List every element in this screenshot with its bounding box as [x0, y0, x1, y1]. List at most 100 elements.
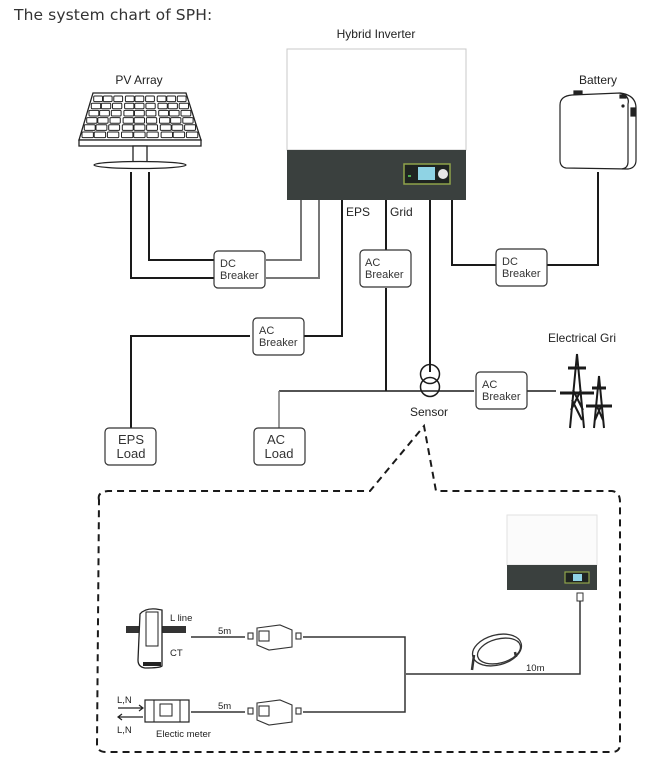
solar-cell	[157, 102, 168, 110]
ct-label: CT	[170, 648, 183, 659]
battery-label: Battery	[579, 73, 617, 87]
solar-cell	[133, 131, 146, 139]
solar-cell	[83, 124, 96, 131]
solar-cell	[121, 124, 134, 131]
ct-sensor[interactable]: L line CT	[126, 608, 192, 669]
solar-panel-icon	[78, 92, 202, 170]
solar-cell	[178, 102, 189, 110]
solar-cell	[160, 131, 174, 139]
meter-out-label: L,N	[117, 725, 132, 736]
sensor-coil-icon	[419, 363, 441, 385]
hybrid-inverter[interactable]: Hybrid Inverter EPS Grid	[286, 27, 467, 220]
inverter-body	[286, 48, 467, 151]
electric-meter[interactable]: L,N L,N Electic meter	[117, 695, 211, 740]
solar-cell	[145, 95, 155, 103]
solar-cell	[109, 117, 121, 124]
rj45-plug-icon	[247, 707, 254, 715]
solar-cell	[185, 131, 199, 139]
solar-cell	[81, 131, 94, 139]
wires	[130, 172, 599, 428]
rj45-plug-icon	[576, 592, 584, 602]
solar-cell	[99, 109, 110, 117]
ac-breaker-eps[interactable]: AC Breaker	[252, 317, 305, 356]
ac-breaker-grid-port[interactable]: AC Breaker	[359, 249, 412, 288]
pv-array[interactable]: PV Array	[78, 73, 202, 170]
solar-cell	[145, 109, 157, 117]
solar-cell	[122, 117, 134, 124]
solar-cell	[86, 117, 98, 124]
solar-cell	[134, 109, 145, 117]
meter-label: Electic meter	[156, 729, 211, 740]
breaker-line1: AC	[365, 257, 380, 269]
solar-cell	[159, 117, 171, 124]
breaker-line1: AC	[259, 325, 274, 337]
breaker-line2: Breaker	[365, 269, 404, 281]
inverter-label: Hybrid Inverter	[337, 27, 416, 41]
solar-cell	[158, 109, 169, 117]
electrical-grid-label: Electrical Gri	[548, 331, 616, 345]
solar-cell	[113, 95, 124, 103]
breaker-line1: DC	[502, 256, 518, 268]
battery-wire-batt	[547, 172, 599, 266]
solar-cell	[112, 102, 123, 110]
rj45-coupler-ct	[247, 624, 302, 651]
breaker-line1: DC	[220, 258, 236, 270]
solar-cell	[146, 131, 159, 139]
solar-cell	[180, 109, 192, 117]
page-title: The system chart of SPH:	[14, 6, 213, 24]
l-line-label: L line	[170, 613, 192, 624]
breaker-line2: Breaker	[482, 391, 521, 403]
meter-in-label: L,N	[117, 695, 132, 706]
solar-cell	[145, 102, 156, 110]
solar-cell	[184, 124, 197, 131]
solar-cell	[145, 117, 158, 124]
eps-wire	[303, 200, 343, 337]
dc-breaker-pv[interactable]: DC Breaker	[213, 250, 266, 289]
battery-icon	[559, 90, 637, 170]
solar-cell	[93, 131, 107, 139]
load-line2: Load	[117, 446, 146, 461]
solar-cell	[106, 131, 120, 139]
detail-wires	[191, 601, 581, 713]
dpad-icon	[438, 169, 448, 179]
pv-wire-inner	[148, 172, 214, 261]
pv-array-label: PV Array	[115, 73, 162, 87]
eps-load[interactable]: EPS Load	[104, 427, 157, 466]
load-line1: EPS	[118, 432, 144, 447]
sensor-label: Sensor	[410, 405, 448, 419]
solar-cell	[168, 109, 180, 117]
solar-cell	[171, 124, 184, 131]
solar-cell	[123, 109, 135, 117]
solar-cell	[166, 95, 177, 103]
solar-cell	[170, 117, 182, 124]
solar-cell	[88, 109, 100, 117]
arrow-out-icon	[117, 713, 143, 721]
solar-cell	[102, 95, 113, 103]
solar-cell	[133, 124, 146, 131]
detail-callout-border	[95, 423, 621, 753]
battery[interactable]: Battery	[559, 73, 637, 170]
arrow-in-icon	[118, 704, 144, 712]
solar-cell	[134, 102, 145, 110]
eps-port-label: EPS	[346, 205, 370, 219]
sensor-coil-icon	[419, 376, 441, 398]
ac-load[interactable]: AC Load	[253, 427, 306, 466]
sensor[interactable]: Sensor	[410, 363, 448, 420]
rj45-plug-icon	[247, 632, 254, 640]
inverter-display	[403, 163, 451, 185]
solar-cell	[93, 95, 103, 103]
cable-coil-icon	[470, 633, 523, 671]
eps-load-wire	[130, 335, 250, 428]
dc-breaker-battery[interactable]: DC Breaker	[495, 248, 548, 287]
solar-cell	[167, 102, 178, 110]
solar-cell	[100, 102, 112, 110]
ac-breaker-utility[interactable]: AC Breaker	[475, 371, 528, 410]
ct-cable-length: 5m	[218, 626, 231, 637]
electrical-grid[interactable]: Electrical Gri	[548, 331, 616, 429]
pv-wire-to-inverter-a	[266, 200, 302, 261]
power-tower-icon	[560, 353, 612, 429]
load-line2: Load	[265, 446, 294, 461]
breaker-line1: AC	[482, 379, 497, 391]
solar-cell	[159, 124, 172, 131]
